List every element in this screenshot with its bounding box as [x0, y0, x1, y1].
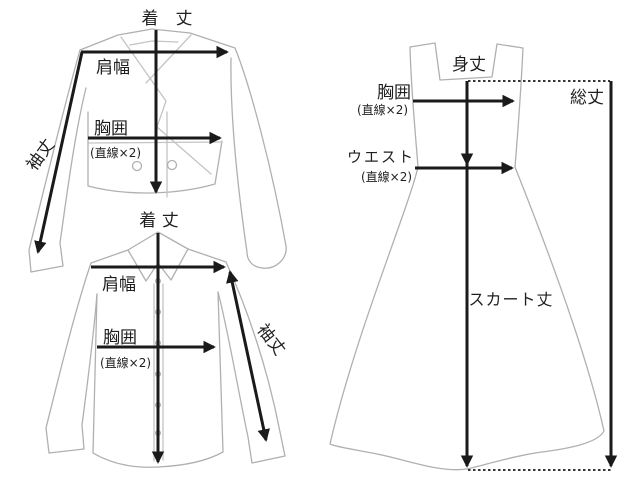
dress-waist-note: (直線×2) [361, 169, 412, 184]
jacket-button [131, 160, 143, 172]
jacket-length-label: 着 丈 [142, 9, 193, 29]
dress-body-length-label: 身丈 [452, 55, 486, 75]
dress-arrows [413, 81, 618, 468]
dress-waist-label: ウエスト [347, 148, 415, 166]
dress-chest-label: 胸囲 [377, 83, 411, 103]
dress-skirt-length-label: スカート丈 [468, 290, 553, 309]
jacket-chest-note: (直線×2) [90, 145, 141, 160]
dress-chest-note: (直線×2) [357, 102, 408, 117]
jacket-shoulder-label: 肩幅 [96, 58, 130, 78]
jacket-sleeve-arrow [34, 51, 84, 254]
dress-outline [329, 42, 605, 471]
shirt-arrows [91, 233, 270, 464]
shirt-length-label: 着 丈 [139, 211, 178, 231]
jacket-button [166, 159, 178, 171]
dress-dotted-lines [468, 80, 613, 471]
shirt-chest-label: 胸囲 [103, 328, 137, 348]
jacket-sleeve-label: 袖丈 [23, 135, 59, 174]
shirt-sleeve-label: 袖丈 [253, 320, 290, 359]
shirt-sleeve-arrow [226, 270, 270, 442]
dress-total-length-label: 総丈 [570, 88, 604, 108]
jacket-arrows [34, 30, 229, 254]
jacket-chest-label: 胸囲 [94, 119, 128, 139]
shirt-chest-note: (直線×2) [100, 355, 151, 370]
shirt-shoulder-label: 肩幅 [102, 275, 136, 295]
